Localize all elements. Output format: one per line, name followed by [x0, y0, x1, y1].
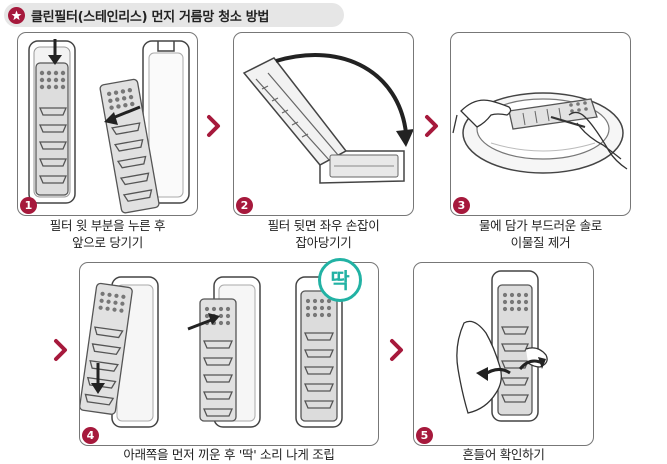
step-3-caption-line2: 이물질 제거 [510, 235, 571, 250]
step-3-badge: 3 [453, 197, 470, 214]
step-4-caption: 아래쪽을 먼저 끼운 후 '딱' 소리 나게 조립 [79, 446, 379, 463]
star-icon [8, 6, 25, 24]
step-2-badge: 2 [236, 197, 253, 214]
step-2-caption: 필터 뒷면 좌우 손잡이 잡아당기기 [233, 217, 414, 251]
step-1-caption-line2: 앞으로 당기기 [72, 235, 143, 250]
step-1-caption-line1: 필터 윗 부분을 누른 후 [49, 218, 166, 233]
chevron-right-icon [425, 115, 438, 137]
click-sound-badge: 딱 [318, 258, 362, 302]
step-4-illustration [80, 276, 343, 428]
step-4-badge: 4 [82, 427, 99, 444]
step-1-badge: 1 [20, 197, 37, 214]
step-2-illustration [242, 53, 413, 184]
step-5-caption-line1: 흔들어 확인하기 [462, 447, 545, 462]
page-title: 클린필터(스테인리스) 먼지 거름망 청소 방법 [31, 9, 270, 25]
chevron-right-icon [390, 339, 403, 361]
step-4-caption-line1: 아래쪽을 먼저 끼운 후 '딱' 소리 나게 조립 [123, 447, 335, 462]
title-bar: 클린필터(스테인리스) 먼지 거름망 청소 방법 [4, 3, 344, 27]
chevron-right-icon [54, 339, 67, 361]
step-5-illustration [456, 270, 548, 422]
step-2-caption-line1: 필터 뒷면 좌우 손잡이 [267, 218, 380, 233]
step-3-caption-line1: 물에 담가 부드러운 솔로 [478, 218, 603, 233]
step-2-panel: 2 [233, 32, 414, 216]
step-2-caption-line2: 잡아당기기 [295, 235, 352, 250]
step-1-illustration [28, 39, 190, 214]
step-4-panel: 4 [79, 262, 379, 446]
step-3-caption: 물에 담가 부드러운 솔로 이물질 제거 [450, 217, 631, 251]
step-3-panel: 3 [450, 32, 631, 216]
step-5-badge: 5 [416, 427, 433, 444]
step-1-panel: 1 [17, 32, 198, 216]
step-1-caption: 필터 윗 부분을 누른 후 앞으로 당기기 [17, 217, 198, 251]
step-3-illustration [452, 92, 628, 174]
step-5-panel: 5 [413, 262, 594, 446]
step-5-caption: 흔들어 확인하기 [413, 446, 594, 463]
chevron-right-icon [207, 115, 220, 137]
